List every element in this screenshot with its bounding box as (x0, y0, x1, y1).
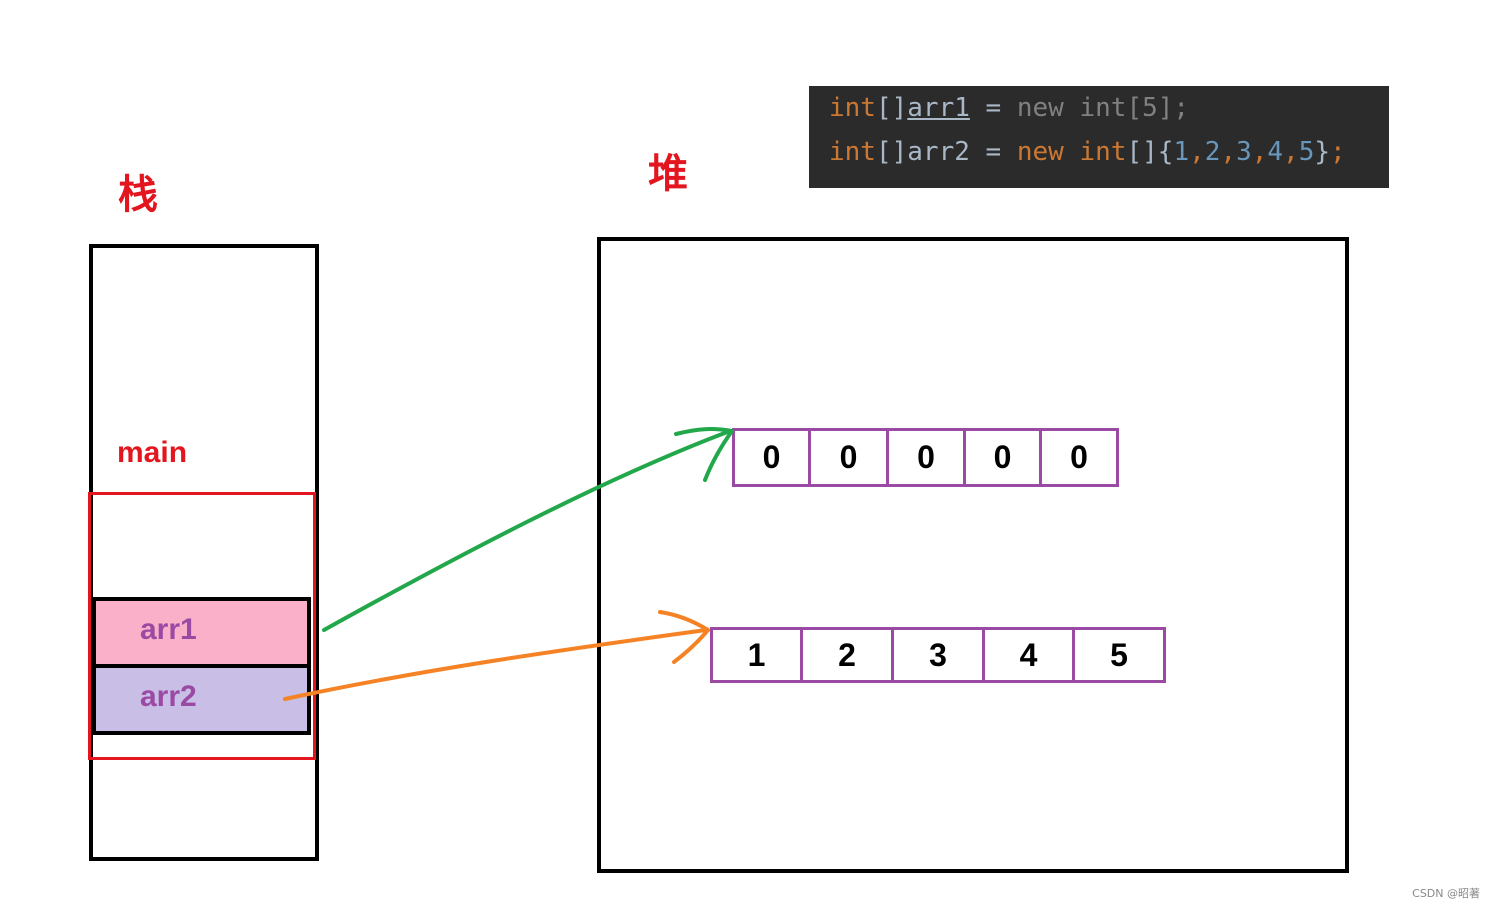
code-text: [] (875, 93, 908, 123)
array-cell: 2 (800, 627, 894, 683)
code-text: = (969, 137, 1017, 167)
code-keyword: int (829, 137, 876, 167)
code-number: 2 (1204, 137, 1221, 167)
code-number: 5 (1298, 137, 1315, 167)
code-text: = (969, 93, 1017, 123)
main-frame-label: main (117, 436, 188, 469)
code-keyword: int (829, 93, 876, 123)
code-variable: arr2 (907, 137, 970, 167)
code-keyword: new (1016, 137, 1064, 167)
arr1-pointer-arrow (322, 429, 732, 632)
code-keyword: new (1016, 93, 1064, 123)
code-text: ; (1330, 137, 1346, 167)
code-line-1: int[]arr1 = new int[5]; (829, 93, 1189, 123)
code-number: 4 (1267, 137, 1284, 167)
code-keyword: int (1079, 93, 1127, 123)
code-text: [] (875, 137, 908, 167)
heap-memory (597, 237, 1349, 873)
array-cell: 1 (710, 627, 803, 683)
array-cell: 5 (1072, 627, 1166, 683)
stack-memory (89, 244, 319, 861)
code-number: 1 (1173, 137, 1190, 167)
stack-title: 栈 (118, 172, 158, 218)
arr2-pointer-arrow (283, 628, 708, 701)
arrowhead-icon (674, 427, 734, 482)
var-name: arr2 (140, 680, 197, 713)
heap-title: 堆 (648, 151, 688, 197)
array-cell: 4 (982, 627, 1075, 683)
array-cell: 0 (886, 428, 966, 487)
code-text: } (1314, 137, 1330, 167)
main-stack-frame (88, 492, 316, 760)
code-line-2: int[]arr2 = new int[]{1,2,3,4,5}; (829, 137, 1346, 167)
arrowhead-icon (658, 610, 710, 664)
stack-var-arr2: arr2 (92, 664, 311, 735)
stack-var-arr1: arr1 (92, 597, 311, 668)
code-number: 3 (1236, 137, 1252, 167)
code-text: [5]; (1126, 93, 1190, 123)
code-block: int[]arr1 = new int[5]; int[]arr2 = new … (809, 86, 1389, 188)
code-keyword: int (1079, 137, 1127, 167)
var-name: arr1 (140, 613, 197, 646)
code-text: []{ (1126, 137, 1174, 167)
watermark: CSDN @昭著 (1412, 887, 1480, 900)
array-cell: 0 (1039, 428, 1119, 487)
array-cell: 0 (963, 428, 1042, 487)
code-variable: arr1 (907, 93, 970, 123)
